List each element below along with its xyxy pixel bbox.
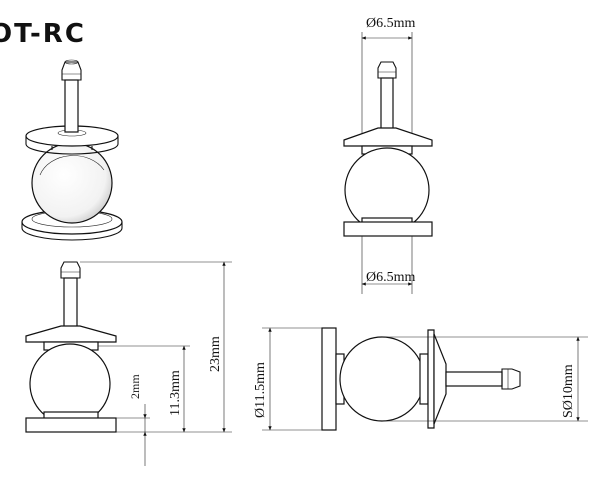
front-view: Ø6.5mm Ø6.5mm — [343, 16, 433, 294]
dim-top-diameter: Ø6.5mm — [366, 16, 416, 31]
dim-ball-height: 11.3mm — [168, 370, 183, 416]
side-view: 23mm 11.3mm 2mm — [25, 261, 232, 466]
dim-bottom-diameter: Ø6.5mm — [366, 270, 416, 285]
dim-sphere-diameter: SØ10mm — [561, 364, 576, 418]
horizontal-view: Ø11.5mm SØ10mm — [253, 327, 588, 431]
dim-base-diameter: Ø11.5mm — [253, 362, 268, 418]
dim-total-height: 23mm — [208, 336, 223, 372]
brand-logo: OT-RC — [0, 19, 86, 49]
dim-base-thickness: 2mm — [128, 374, 142, 399]
isometric-view — [21, 59, 123, 241]
